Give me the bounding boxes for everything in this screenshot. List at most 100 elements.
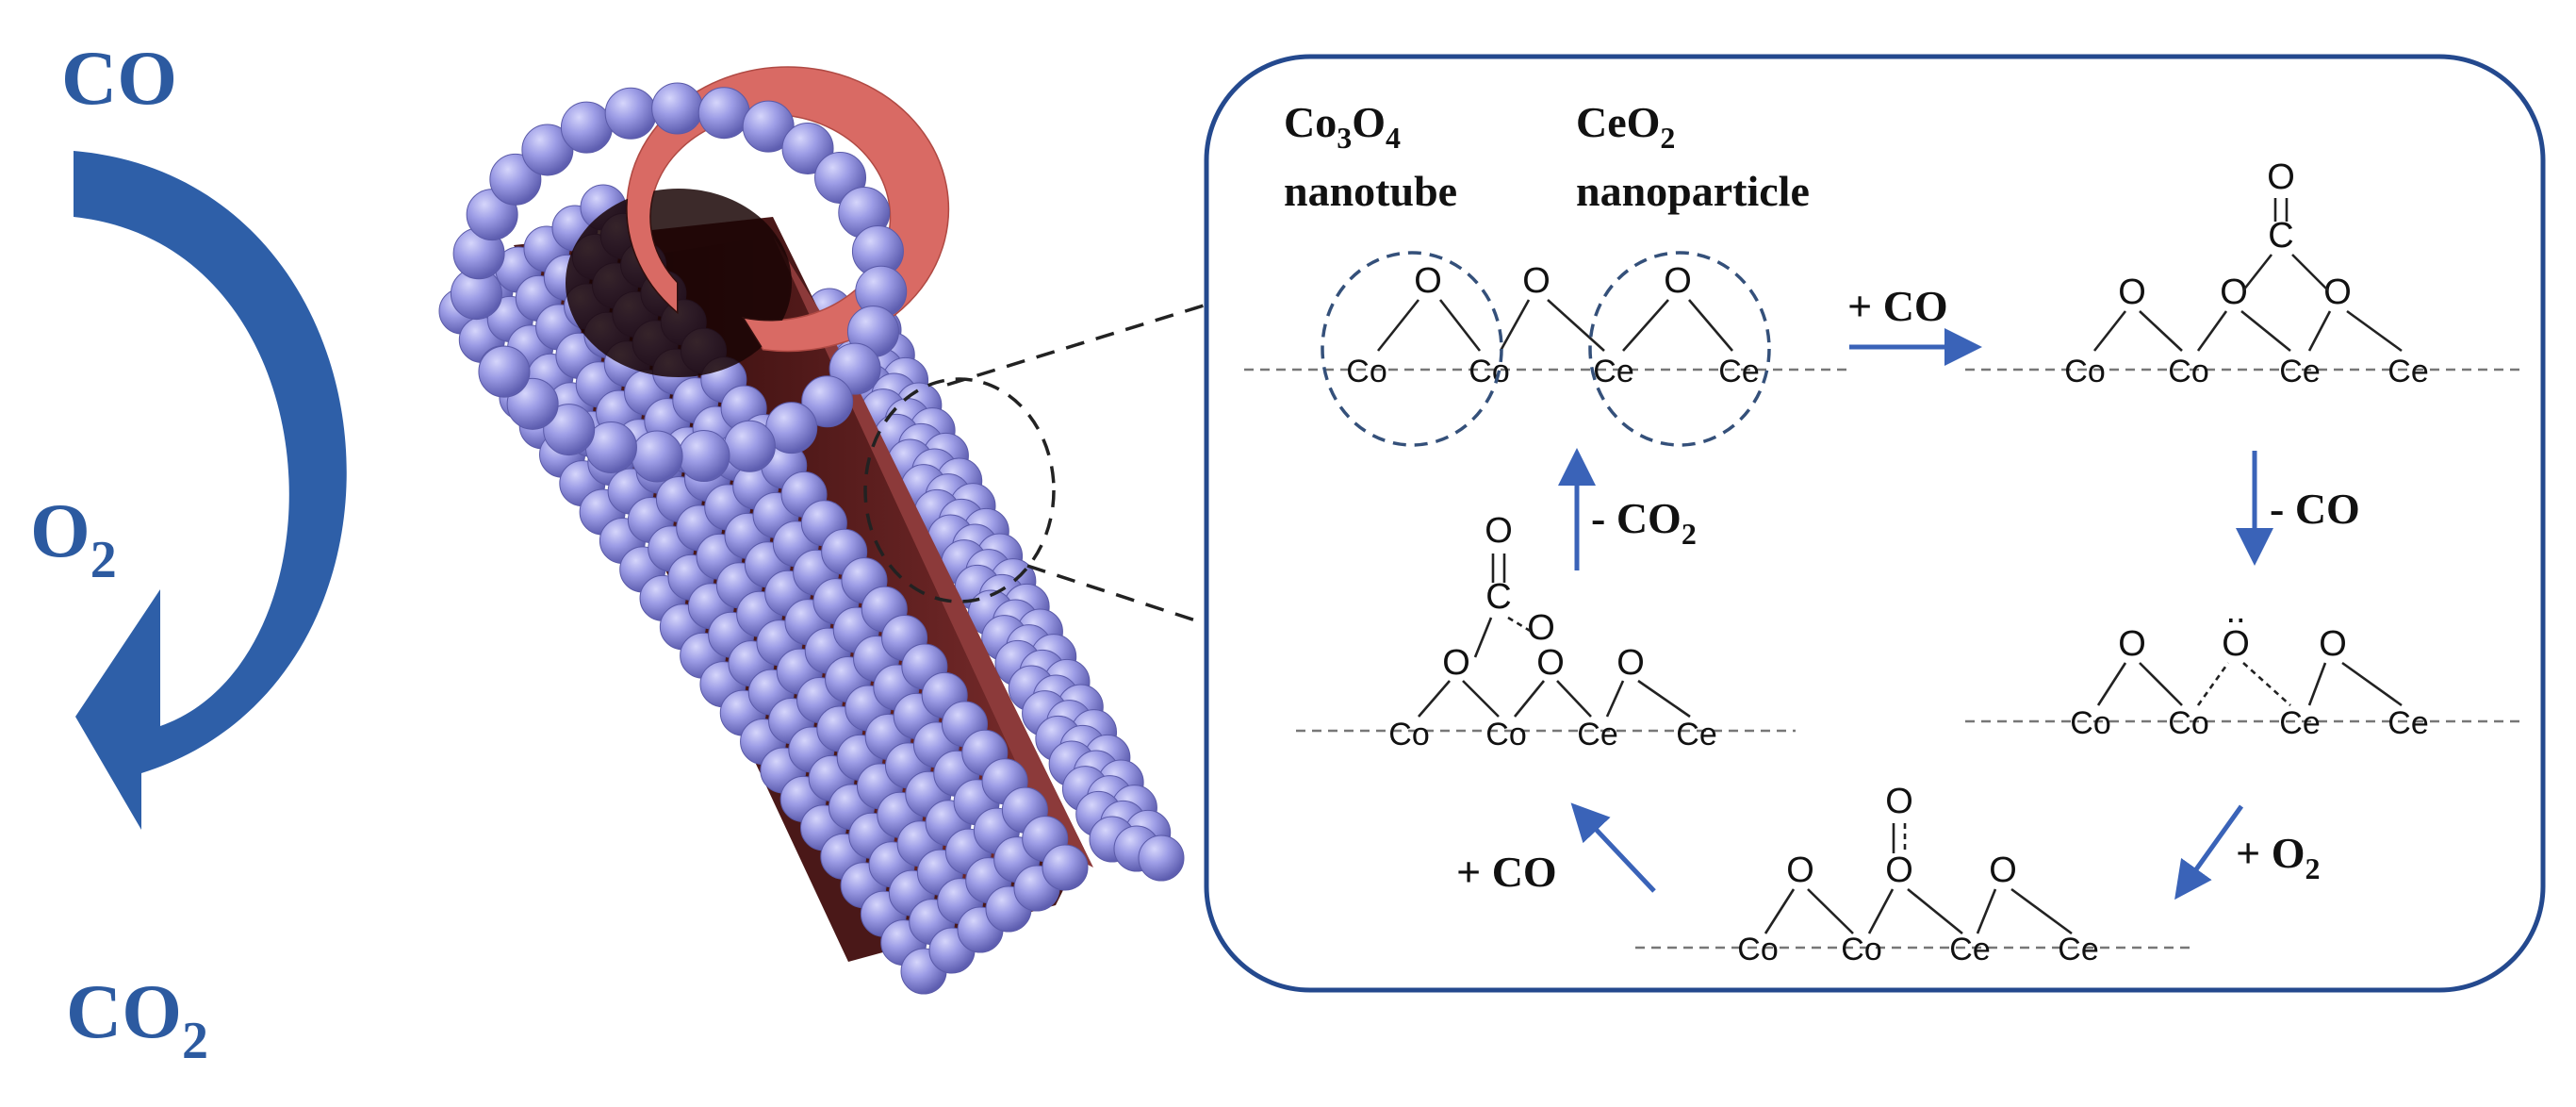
bond [1764, 888, 1796, 934]
atom-o: O [1786, 851, 1814, 890]
atom-ce: Ce [2058, 932, 2098, 967]
co3o4-label: Co3O4 [1284, 98, 1401, 155]
bond [1547, 299, 1605, 352]
atom-o: O [1885, 851, 1913, 890]
atom-o: O [2319, 624, 2347, 664]
atom-c: C [1485, 577, 1511, 617]
atom-ce: Ce [2387, 354, 2428, 389]
atom-ce: Ce [2387, 705, 2428, 741]
atom-o: O [2220, 273, 2248, 312]
bond [2307, 662, 2327, 706]
atom-ce: Ce [2279, 705, 2320, 741]
mechanism-panel [1204, 54, 2546, 993]
atom-ce: Ce [1593, 354, 1633, 389]
shell-sphere [801, 375, 854, 428]
bond [2291, 254, 2329, 291]
shell-sphere [651, 82, 704, 135]
atom-ce: Ce [1718, 354, 1759, 389]
label-minus-co2: - CO2 [1591, 494, 1697, 551]
atom-o: O [2323, 273, 2352, 312]
zoom-line-top [946, 300, 1217, 387]
ce-site-circle [1588, 251, 1771, 447]
atom-c: C [2268, 216, 2293, 256]
atom-o: O [1522, 261, 1551, 301]
atom-co: Co [1388, 717, 1429, 752]
bond [1499, 299, 1531, 352]
atom-o: O [2267, 157, 2295, 197]
bond [2307, 310, 2332, 352]
shell-sphere [604, 87, 657, 140]
bond [1556, 680, 1592, 718]
bond [2092, 310, 2127, 352]
bond [1907, 887, 1963, 935]
bond [1513, 680, 1546, 718]
atom-ce: Ce [1577, 717, 1617, 752]
bond [1438, 299, 1482, 352]
co-label: CO [61, 35, 177, 121]
atom-vacancy: O [2222, 624, 2250, 664]
bond [1637, 679, 1691, 719]
arrow-add-o2 [2174, 804, 2244, 900]
vacancy-dots: .. [2225, 591, 2245, 631]
atom-co: Co [2168, 705, 2208, 741]
atom-o: O [1885, 782, 1913, 821]
nanotube-illustration [438, 66, 1185, 995]
co2-label: CO2 [66, 968, 208, 1070]
atom-o: O [1989, 851, 2017, 890]
bond [2196, 662, 2230, 706]
shell-sphere [543, 404, 596, 456]
bond [2139, 662, 2183, 706]
bond [2241, 254, 2273, 291]
atom-o: O [2118, 624, 2146, 664]
bond [2242, 662, 2291, 706]
atom-co: Co [1485, 717, 1526, 752]
atom-co: Co [1841, 932, 1881, 967]
atom-o: O [1527, 608, 1555, 648]
atom-ce: Ce [2279, 354, 2320, 389]
shell-sphere [1042, 844, 1089, 891]
atom-co: Co [1346, 354, 1386, 389]
bond [1462, 680, 1500, 718]
shell-sphere [560, 101, 613, 154]
bond [2096, 662, 2127, 706]
shell-sphere [723, 420, 776, 472]
bond [2139, 310, 2183, 352]
atom-co: Co [1468, 354, 1509, 389]
shell-sphere [478, 345, 531, 398]
bond [2240, 309, 2291, 353]
shell-sphere [631, 430, 683, 483]
zoom-line-bottom [1026, 564, 1217, 629]
bond [1976, 888, 1997, 934]
tube-opening [566, 189, 792, 377]
bond [1605, 680, 1625, 718]
label-minus-co: - CO [2270, 485, 2360, 533]
label-add-co-bottom: + CO [1456, 848, 1557, 896]
bond [1867, 888, 1895, 934]
shell-sphere [521, 124, 574, 176]
arrow-add-co-bottom [1570, 802, 1656, 893]
shell-sphere [1138, 834, 1185, 882]
bond [1688, 299, 1733, 352]
cycle-arrow [74, 151, 347, 830]
atom-o: O [1664, 261, 1692, 301]
bond [1376, 299, 1420, 352]
shell-sphere [678, 430, 730, 483]
shell-spheres-top [450, 82, 908, 483]
co-site-circle [1321, 251, 1503, 447]
shell-sphere [697, 87, 750, 140]
nanoparticle-label: nanoparticle [1576, 167, 1810, 215]
bond [1622, 299, 1669, 352]
o2-label: O2 [30, 487, 117, 589]
label-add-o2: + O2 [2236, 829, 2321, 885]
bond [2010, 887, 2073, 935]
atom-co: Co [1737, 932, 1778, 967]
bond [1807, 888, 1854, 934]
bond [1507, 616, 1533, 634]
zoom-circle [863, 377, 1056, 603]
bond [2196, 310, 2228, 352]
nanotube-label: nanotube [1284, 167, 1457, 215]
atom-o: O [1536, 643, 1565, 683]
atom-co: Co [2064, 354, 2105, 389]
